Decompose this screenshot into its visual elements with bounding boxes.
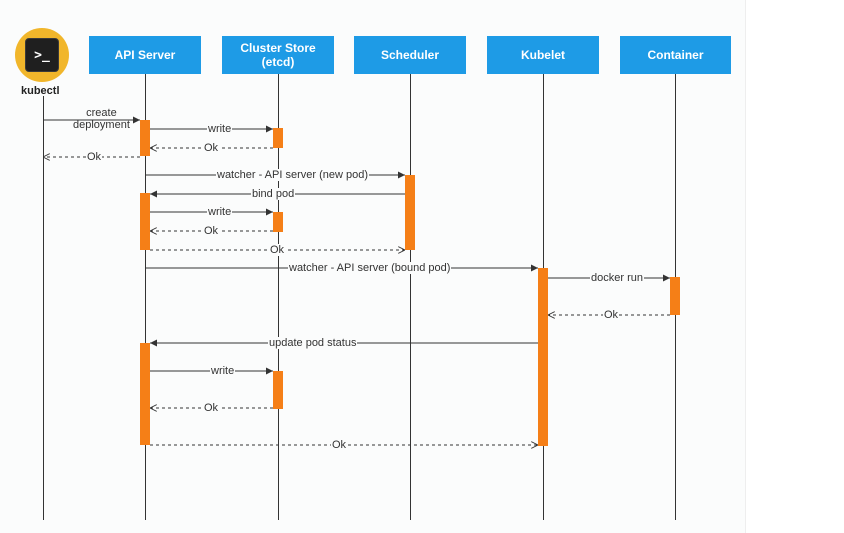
lifeline-kubectl [43, 96, 44, 520]
activation-api-2 [140, 193, 150, 250]
activation-scheduler-1 [405, 175, 415, 250]
label-write-2: write [207, 206, 233, 218]
label-docker-run: docker run [590, 272, 644, 284]
activation-api-1 [140, 120, 150, 156]
label-ok-kubectl: Ok [86, 151, 103, 163]
participant-kubelet: Kubelet [487, 36, 599, 74]
label-bind-pod: bind pod [251, 188, 296, 200]
label-ok-scheduler: Ok [269, 244, 286, 256]
label-ok-store-1: Ok [203, 142, 220, 154]
participant-cluster-store: Cluster Store (etcd) [222, 36, 334, 74]
label-update-pod-status: update pod status [268, 337, 358, 349]
participant-scheduler: Scheduler [354, 36, 466, 74]
label-watcher-bound-pod: watcher - API server (bound pod) [288, 262, 452, 274]
label-ok-container: Ok [603, 309, 620, 321]
activation-kubelet-1 [538, 268, 548, 446]
participant-api-server: API Server [89, 36, 201, 74]
kubectl-actor-icon: >_ [15, 28, 69, 82]
activation-api-3 [140, 343, 150, 445]
label-ok-kubelet: Ok [331, 439, 348, 451]
activation-store-2 [273, 212, 283, 232]
label-ok-store-3: Ok [203, 402, 220, 414]
label-ok-store-2: Ok [203, 225, 220, 237]
activation-store-1 [273, 128, 283, 148]
kubectl-label: kubectl [21, 85, 60, 97]
activation-container-1 [670, 277, 680, 315]
terminal-icon: >_ [25, 38, 59, 72]
lifeline-api-server [145, 74, 146, 520]
lifeline-cluster-store [278, 74, 279, 520]
participant-container: Container [620, 36, 731, 74]
label-write-1: write [207, 123, 233, 135]
activation-store-3 [273, 371, 283, 409]
lifeline-scheduler [410, 74, 411, 520]
label-write-3: write [210, 365, 236, 377]
label-create-deployment: create deployment [73, 107, 130, 131]
label-watcher-new-pod: watcher - API server (new pod) [216, 169, 370, 181]
